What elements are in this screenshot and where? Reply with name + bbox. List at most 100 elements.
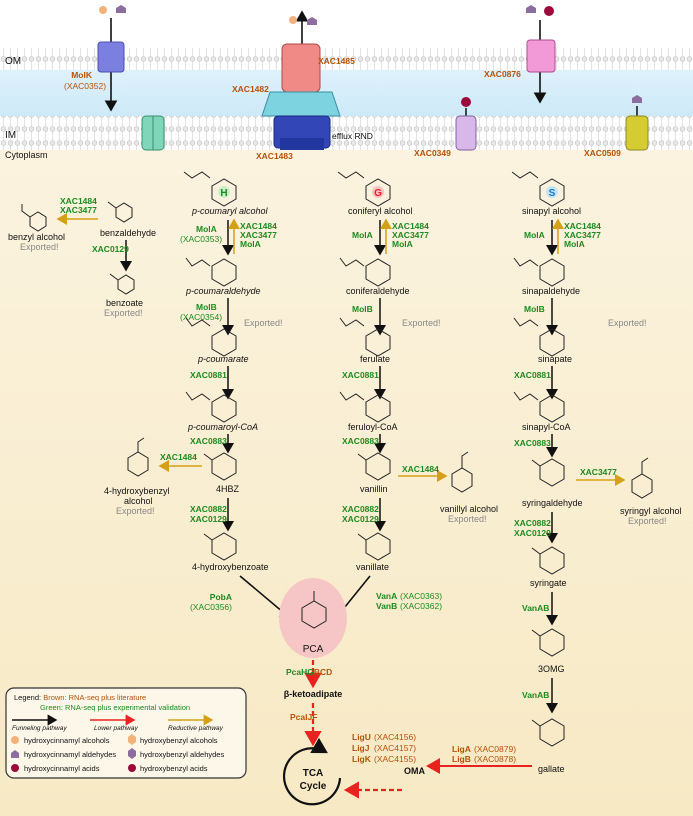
im-label: IM: [5, 130, 16, 141]
s-side-alcohol-structure: [631, 457, 653, 499]
s-alcohol-structure: [511, 171, 565, 207]
s-rev-xac3477: XAC3477: [564, 230, 601, 240]
s-acid-exported: Exported!: [608, 318, 647, 328]
ligb-label: LigB: [452, 754, 471, 764]
g-alcohol-structure: [337, 171, 391, 207]
h-ring-letter: H: [220, 188, 227, 199]
s-coa-structure: [513, 391, 565, 423]
ligb-id: (XAC0878): [474, 754, 516, 764]
s-side-enz: XAC3477: [580, 467, 617, 477]
xac0509-channel: XAC0509: [584, 95, 649, 158]
g-rev-mola: MolA: [392, 239, 413, 249]
xac0509-label: XAC0509: [584, 148, 621, 158]
s-side-alcohol-name: syringyl alcohol: [620, 506, 682, 516]
xac0349-channel: XAC0349: [414, 97, 477, 158]
s-aldehyde-name: sinapaldehyde: [522, 286, 580, 296]
s-vanab2-label: VanAB: [522, 690, 549, 700]
g-vana-id: (XAC0363): [400, 591, 442, 601]
legend-hb-aldehyde: hydroxybenzyl aldehydes: [140, 750, 224, 759]
s-syr-name: syringaldehyde: [522, 498, 583, 508]
tca-label-1: TCA: [303, 768, 324, 779]
g-rev-xac1484: XAC1484: [392, 221, 429, 231]
efflux-label: efflux RND: [332, 131, 373, 141]
legend-reductive-text: Reductive pathway: [168, 725, 224, 732]
legend-green-text: Green: RNA-seq plus experimental validat…: [40, 703, 190, 712]
ketoadipate-name: β-ketoadipate: [284, 689, 343, 699]
cytoplasm-label: Cytoplasm: [5, 150, 48, 160]
h-rev-mola: MolA: [240, 239, 261, 249]
h-molb-label: MolB: [196, 302, 217, 312]
h-hbz-structure: [203, 452, 237, 481]
h-ring-marker: [218, 186, 230, 198]
benzoate-exported: Exported!: [104, 308, 143, 318]
xac0876-transporter: XAC0876: [484, 5, 556, 104]
ligu-id: (XAC4156): [374, 732, 416, 742]
legend-title-text: Legend:: [14, 693, 41, 702]
g-side-exported: Exported!: [448, 514, 487, 524]
s-syringate-name: syringate: [530, 578, 567, 588]
legend-hb-alcohol-icon: [128, 734, 136, 745]
benzoate-name: benzoate: [106, 298, 143, 308]
legend-box: [5, 687, 247, 779]
oma-name: OMA: [404, 766, 425, 776]
legend-hb-acid-icon: [128, 764, 136, 772]
h-rev-xac1484: XAC1484: [240, 221, 277, 231]
s-syringate-structure: [531, 546, 565, 575]
legend-hc-acid: hydroxycinnamyl acids: [24, 764, 100, 773]
g-side-alcohol-name: vanillyl alcohol: [440, 504, 498, 514]
h-end-structure: [203, 532, 237, 561]
s-enz-coa: XAC0881: [514, 370, 551, 380]
pca-name: PCA: [303, 644, 324, 655]
legend-funneling-text: Funneling pathway: [12, 725, 67, 732]
g-enz-b: XAC0129: [342, 514, 379, 524]
green-im-channel: [141, 115, 165, 151]
s-gallate-name: gallate: [538, 764, 565, 774]
h-enz-b: XAC0129: [190, 514, 227, 524]
g-end-name: vanillate: [356, 562, 389, 572]
ligj-label: LigJ: [352, 743, 370, 753]
s-coa-name: sinapyl-CoA: [522, 422, 571, 432]
s-syr-structure: [531, 458, 565, 487]
molk-label: MolK: [71, 70, 93, 80]
legend-lower-text: Lower pathway: [94, 725, 138, 732]
g-molb-label: MolB: [352, 304, 373, 314]
g-ring-marker: [372, 186, 384, 198]
h-acid-exported: Exported!: [244, 318, 283, 328]
g-side-enz: XAC1484: [402, 464, 439, 474]
efflux-rnd-transporter: XAC1485 XAC1482 efflux RND XAC1483: [232, 10, 373, 161]
g-enz-a: XAC0882: [342, 504, 379, 514]
h-side-alcohol-2: alcohol: [124, 496, 153, 506]
g-vanb-id: (XAC0362): [400, 601, 442, 611]
xac1482-label: XAC1482: [232, 84, 269, 94]
poba-label: PobA: [210, 592, 232, 602]
g-acid-exported: Exported!: [402, 318, 441, 328]
s-omg-structure: [531, 628, 565, 657]
poba-id: (XAC0356): [190, 602, 232, 612]
tca-cycle-ring: [282, 737, 342, 806]
h-coa-name: p-coumaroyl-CoA: [187, 422, 258, 432]
liga-id: (XAC0879): [474, 744, 516, 754]
benzaldehyde-structure: [107, 201, 133, 223]
h-side-alcohol-structure: [127, 437, 149, 477]
h-side-exported: Exported!: [116, 506, 155, 516]
h-enz-a: XAC0882: [190, 504, 227, 514]
s-side-exported: Exported!: [628, 516, 667, 526]
s-acid-structure: [513, 317, 565, 357]
h-aldehyde-name: p-coumaraldehyde: [185, 286, 261, 296]
g-enz-coa: XAC0881: [342, 370, 379, 380]
legend-hb-acid: hydroxybenzyl acids: [140, 764, 208, 773]
ligu-label: LigU: [352, 732, 371, 742]
s-gallate-structure: [531, 718, 565, 747]
s-enz-b: XAC0129: [514, 528, 551, 538]
g-aldehyde-name: coniferaldehyde: [346, 286, 410, 296]
pca-structure: [301, 591, 327, 629]
g-end-structure: [357, 532, 391, 561]
ligk-label: LigK: [352, 754, 372, 764]
legend-brown-text: Brown: RNA-seq plus literature: [43, 693, 146, 702]
pcahg-label: PcaHGBCD: [286, 667, 332, 677]
s-rev-mola: MolA: [564, 239, 585, 249]
h-mola-label: MolA: [196, 224, 217, 234]
legend-hb-alcohol: hydroxybenzyl alcohols: [140, 736, 218, 745]
legend-title: Legend: Brown: RNA-seq plus literature: [14, 693, 146, 702]
benzoate-structure: [109, 273, 135, 295]
